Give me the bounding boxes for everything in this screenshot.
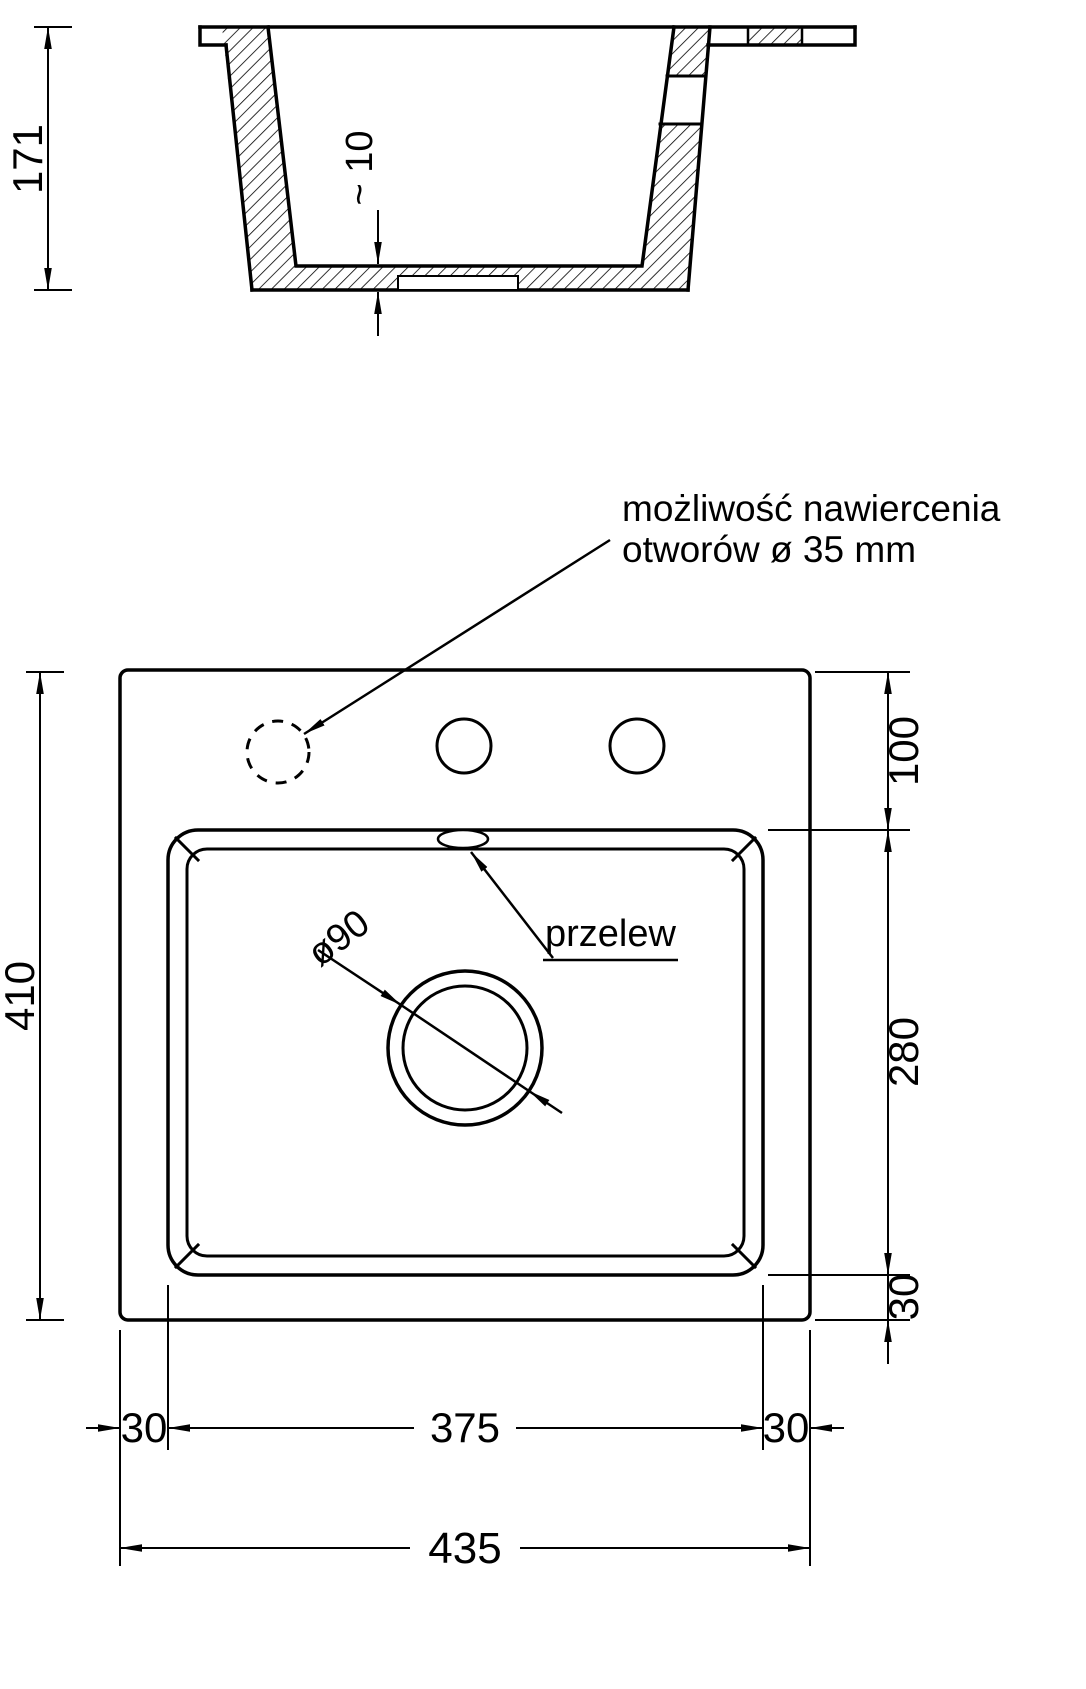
drain-outer-circle [386,969,544,1127]
section-faucet-hole-edges [658,74,708,126]
dim-410-label: 410 [0,961,43,1031]
section-drain-recess [397,275,519,291]
bottom-extension-lines [119,1285,811,1566]
section-view: 171 ~ 10 [4,25,857,336]
dim-30-left-label: 30 [121,1404,168,1451]
dim-100-label: 100 [880,716,927,786]
right-extension-lines [768,671,910,1321]
section-left-flange [198,25,228,47]
bowl-corner-slope-lines [173,835,758,1270]
dimension-annotations: 410 100 280 30 375 30 30 435 [0,671,927,1573]
drill-note-line2: otworów ø 35 mm [622,529,916,570]
drain-inner-circle [401,984,529,1112]
faucet-hole-circle-1 [435,717,493,775]
dim-171-extension-ticks [34,26,72,291]
dim-30-front-label: 30 [880,1274,927,1321]
section-left-outer-wall [224,43,254,292]
bowl-inner-edge [185,847,746,1258]
drain-diameter-label: ø90 [300,902,378,975]
section-faucet-hole-gap [660,76,706,124]
drill-note-leader-arrow [303,538,611,736]
optional-drill-hole-dashed-circle [245,719,311,785]
overflow-label: przelew [545,913,676,955]
dim-30-right-label: 30 [763,1404,810,1451]
bowl-outer-edge [166,828,765,1277]
section-left-wall-hatch [222,27,296,290]
overflow-slot [436,828,490,850]
faucet-hole-circle-2 [608,717,666,775]
drain-diameter-leader-through [400,1003,530,1093]
dim-171-label: 171 [4,124,51,194]
section-deck-hatch [748,27,802,45]
dim-floor-thickness-label: ~ 10 [339,130,381,205]
sink-outer-edge [118,668,812,1322]
dim-435-label: 435 [428,1524,501,1573]
dim-280-label: 280 [880,1017,927,1087]
drill-note-line1: możliwość nawiercenia [622,488,1001,529]
section-basin-inner-contour [266,25,676,268]
dim-435-label-mask [410,1522,520,1572]
dim-410-extension-ticks [26,671,64,1321]
drain-diameter-leader-upper [317,948,402,1007]
plan-view: ø90 przelew możliwość nawiercenia otworó… [118,488,1001,1322]
section-right-outer-wall [686,25,712,292]
drain-diameter-leader-lower [528,1089,563,1115]
dim-375-label: 375 [430,1404,500,1451]
overflow-leader-arrow [470,851,554,959]
section-deck-block-outline [746,25,804,47]
dim-375-label-mask [414,1404,516,1450]
